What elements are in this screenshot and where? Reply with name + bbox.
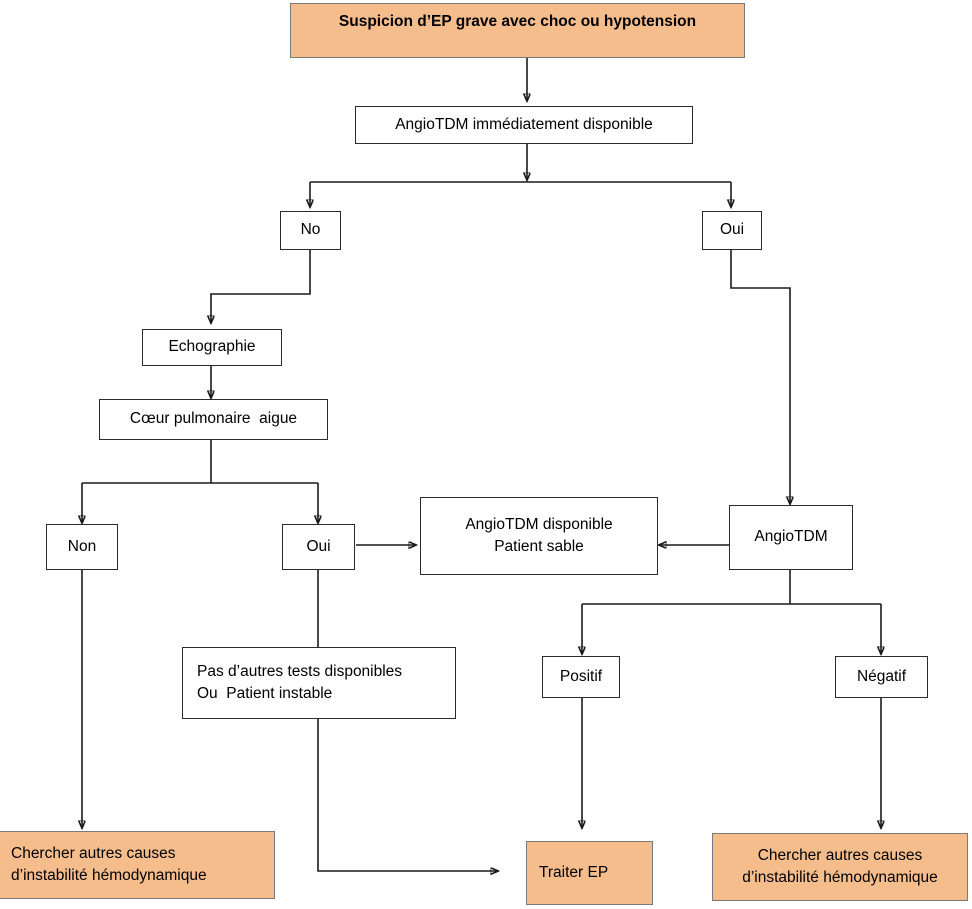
node-angiotdm[interactable]: AngioTDM [729, 505, 853, 570]
node-oui-mid-label: Oui [306, 537, 331, 555]
node-chercher-gauche-line2: d’instabilité hémodynamique [11, 867, 207, 884]
node-echographie[interactable]: Echographie [142, 329, 282, 366]
node-non[interactable]: Non [46, 524, 118, 570]
node-branch-oui-top-label: Oui [719, 221, 745, 239]
node-echographie-label: Echographie [168, 338, 256, 356]
node-non-label: Non [67, 537, 97, 555]
node-angiotdm-immediatement-disponible[interactable]: AngioTDM immédiatement disponible [355, 106, 693, 144]
node-coeur-pulmonaire-label: Cœur pulmonaire aigue [129, 410, 298, 428]
node-suspicion[interactable]: Suspicion d’EP grave avec choc ou hypote… [290, 3, 745, 58]
node-chercher-autres-causes-droite[interactable]: Chercher autres causes d’instabilité hém… [712, 833, 968, 901]
node-oui-mid[interactable]: Oui [282, 524, 355, 570]
node-negatif[interactable]: Négatif [835, 656, 928, 698]
node-angiotdm-disponible-line2: Patient sable [494, 538, 584, 555]
node-suspicion-label: Suspicion d’EP grave avec choc ou hypote… [338, 13, 697, 30]
node-angiotdm-label: AngioTDM [754, 528, 828, 546]
node-pas-autres-tests-line1: Pas d’autres tests disponibles [197, 662, 403, 680]
node-angiotdm-immediat-label: AngioTDM immédiatement disponible [395, 115, 653, 133]
node-traiter-ep-label: Traiter EP [539, 863, 609, 881]
node-pas-autres-tests-line2: Ou Patient instable [197, 685, 333, 702]
node-branch-no-label: No [300, 221, 321, 239]
connector-no-to-echographie [211, 250, 311, 323]
node-coeur-pulmonaire-aigue[interactable]: Cœur pulmonaire aigue [99, 399, 328, 440]
node-branch-no[interactable]: No [280, 211, 341, 250]
node-pas-autres-tests[interactable]: Pas d’autres tests disponibles Ou Patien… [182, 647, 456, 719]
node-chercher-gauche-line1: Chercher autres causes [11, 844, 176, 862]
node-positif[interactable]: Positif [542, 656, 620, 698]
node-chercher-droite-line1: Chercher autres causes [757, 846, 923, 864]
node-positif-label: Positif [559, 667, 603, 685]
node-chercher-droite-line2: d’instabilité hémodynamique [742, 869, 938, 886]
node-angiotdm-disponible-line1: AngioTDM disponible [465, 515, 613, 533]
node-branch-oui-top[interactable]: Oui [702, 211, 762, 250]
node-angiotdm-disponible-patient-sable[interactable]: AngioTDM disponible Patient sable [420, 497, 658, 575]
node-chercher-autres-causes-gauche[interactable]: Chercher autres causes d’instabilité hém… [0, 831, 275, 899]
connector-oui-mid-down [317, 570, 498, 871]
connector-oui-top-to-angiotdm [730, 250, 790, 504]
node-traiter-ep[interactable]: Traiter EP [526, 841, 653, 905]
node-negatif-label: Négatif [856, 667, 907, 685]
